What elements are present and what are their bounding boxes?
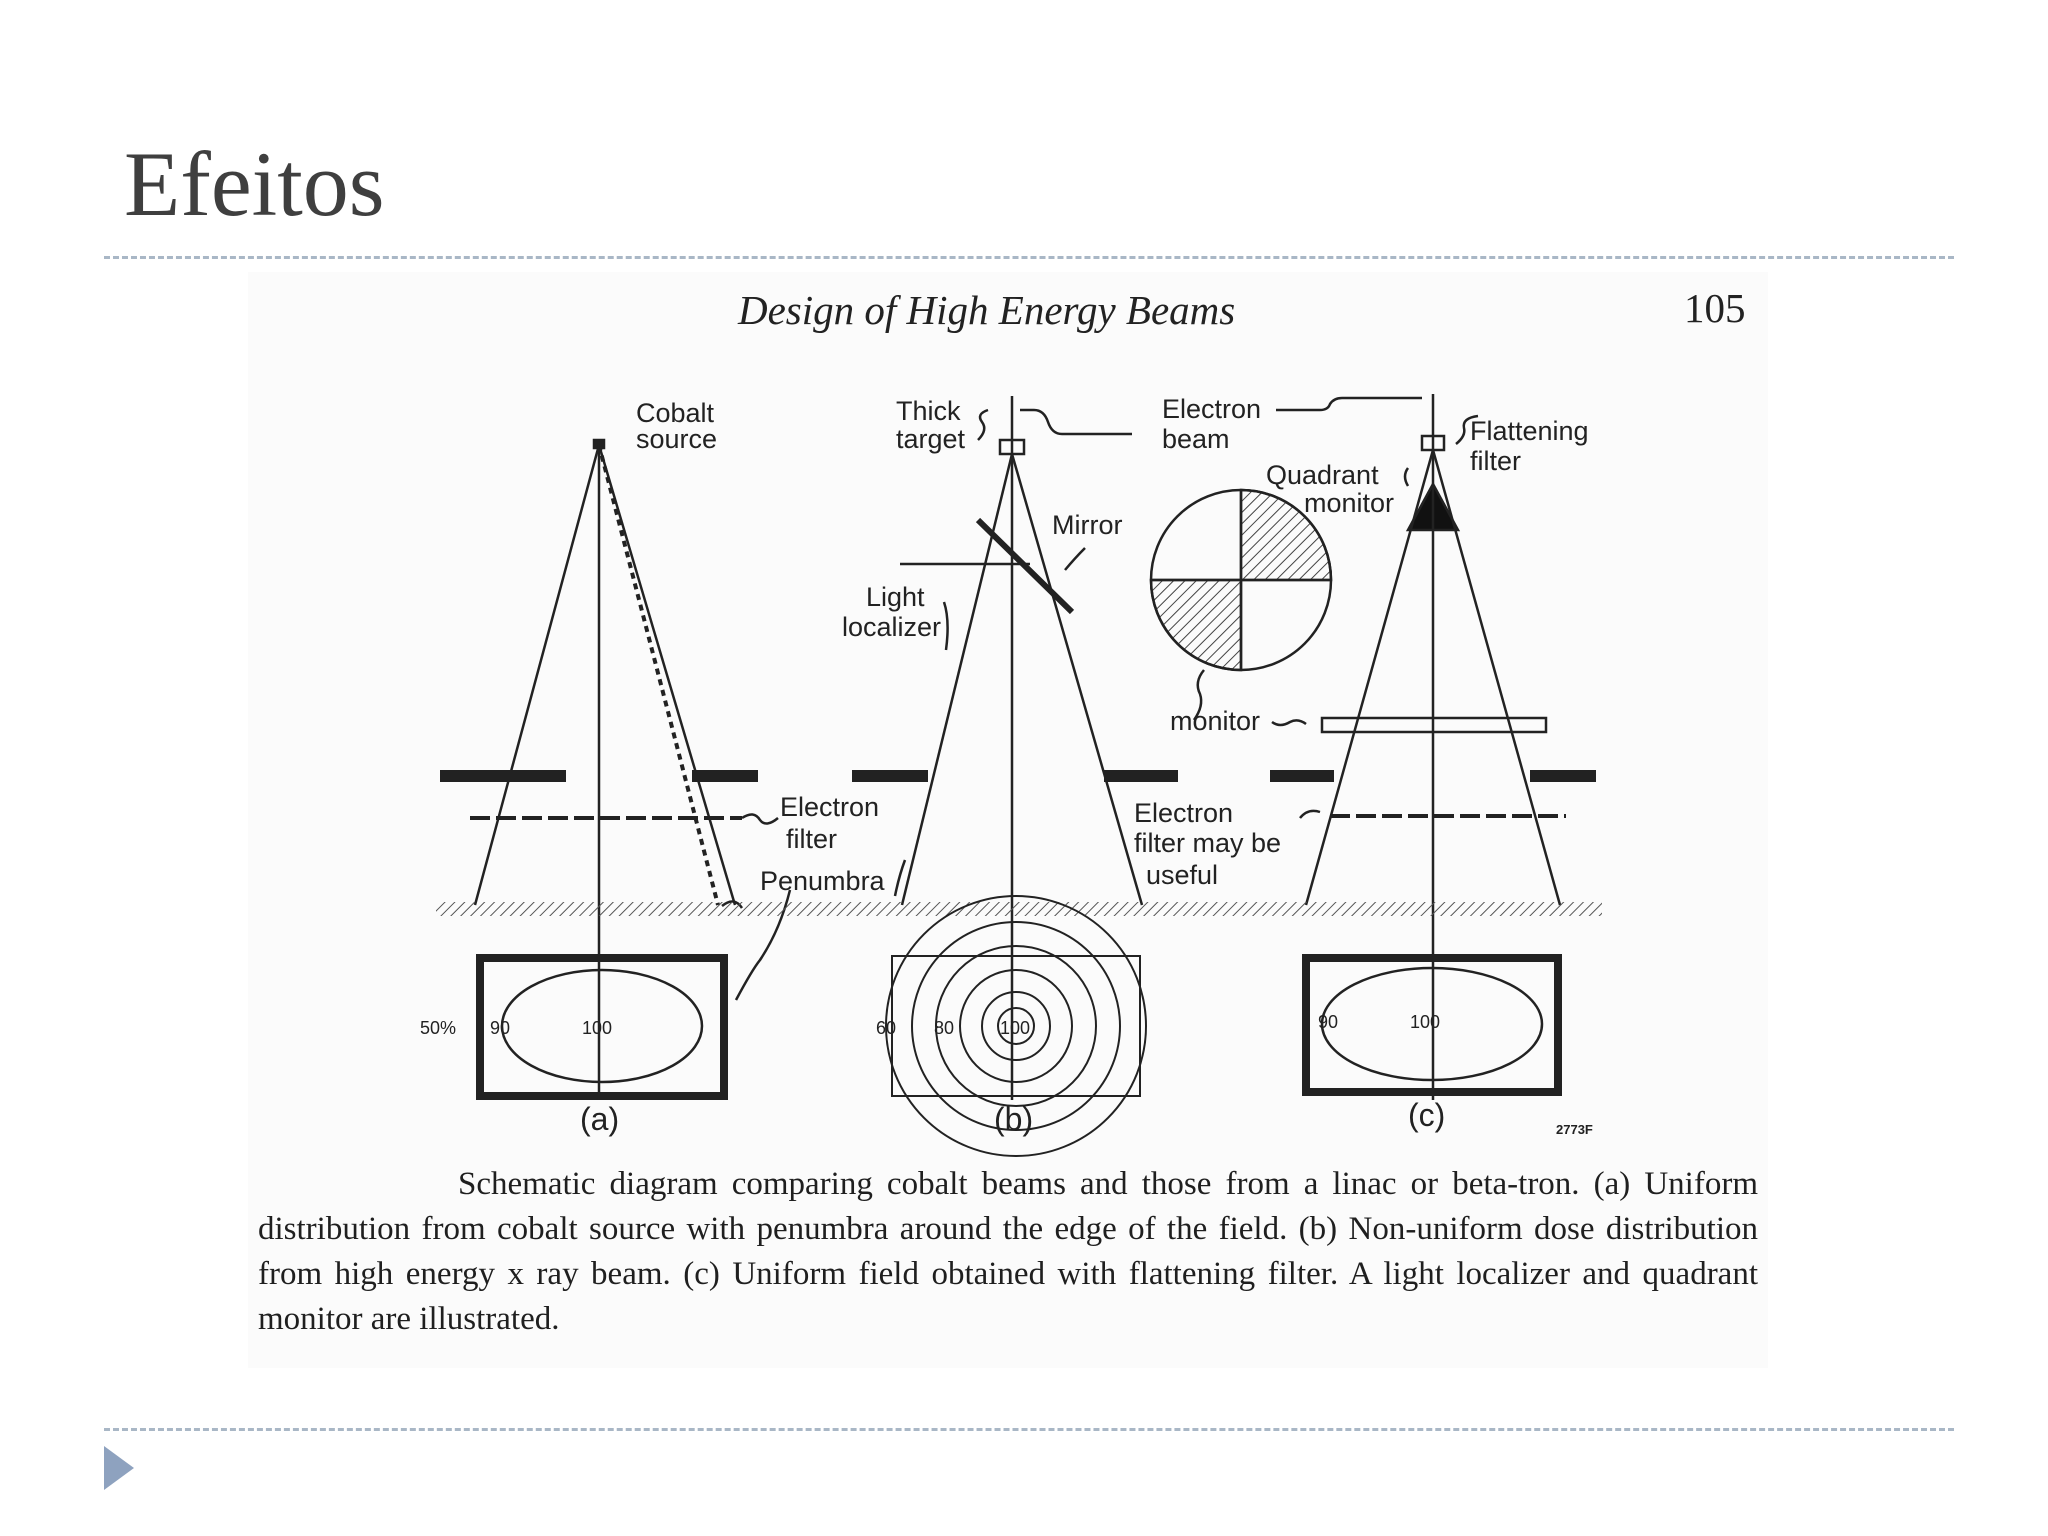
- quadrant-hatched-2: [1149, 578, 1243, 672]
- label-target: target: [896, 424, 966, 454]
- figure-code: 2773F: [1556, 1122, 1593, 1137]
- label-localizer: localizer: [842, 612, 941, 642]
- label-electron-filter-b-3: useful: [1146, 860, 1218, 890]
- mirror-leader: [1064, 547, 1086, 571]
- penumbra-edge: [597, 444, 720, 906]
- figure-caption: Schematic diagram comparing cobalt beams…: [258, 1166, 1758, 1337]
- isodose-b-80: 80: [934, 1018, 954, 1038]
- dose-box-a: [476, 954, 728, 1100]
- dose-box-b: [885, 895, 1147, 1157]
- label-beam: beam: [1162, 424, 1230, 454]
- panel-b-label: (b): [994, 1101, 1033, 1137]
- label-electron-filter-a-2: filter: [786, 824, 837, 854]
- dose-box-c: [1302, 954, 1562, 1096]
- isodose-b-100: 100: [1000, 1018, 1030, 1038]
- penumbra-b-leader: [893, 859, 907, 897]
- label-monitor: monitor: [1304, 488, 1394, 518]
- monitor-chamber: [1320, 716, 1548, 734]
- isodose-a-50: 50%: [420, 1018, 456, 1038]
- flattening-filter-leader: [1455, 414, 1479, 445]
- label-flattening: Flattening: [1470, 416, 1589, 446]
- label-thick: Thick: [896, 396, 961, 426]
- beam-edge-right: [1431, 449, 1562, 906]
- label-monitor-chamber: monitor: [1170, 706, 1260, 736]
- slide-bullet-arrow-icon: [104, 1446, 134, 1490]
- beam-edge-left: [1304, 449, 1435, 906]
- electron-filter-leader: [741, 813, 779, 825]
- quadrant-disc-leader: [1192, 669, 1205, 721]
- label-mirror: Mirror: [1052, 510, 1122, 540]
- quadrant-leader: [1403, 467, 1410, 487]
- light-localizer-leader: [942, 601, 949, 651]
- label-source: source: [636, 424, 717, 454]
- electron-beam-leader-c: [1276, 396, 1422, 412]
- panel-c-label: (c): [1408, 1097, 1445, 1133]
- beam-edge-right: [1010, 453, 1144, 906]
- beam-edge-left: [473, 444, 601, 906]
- electron-beam-leader: [1020, 408, 1132, 436]
- isodose-c-90: 90: [1318, 1012, 1338, 1032]
- label-light: Light: [866, 582, 925, 612]
- monitor-leader: [1271, 719, 1307, 727]
- panel-c-flattened: [1149, 394, 1596, 1100]
- label-filter: filter: [1470, 446, 1521, 476]
- panel-a-label: (a): [580, 1101, 619, 1137]
- label-quadrant: Quadrant: [1266, 460, 1379, 490]
- label-electron-filter-a-1: Electron: [780, 792, 879, 822]
- quadrant-hatched-1: [1239, 488, 1333, 582]
- thick-target-leader: [977, 408, 989, 441]
- label-electron: Electron: [1162, 394, 1261, 424]
- panel-a-cobalt: [440, 438, 792, 1100]
- label-electron-filter-b-2: filter may be: [1134, 828, 1281, 858]
- isodose-a-90: 90: [490, 1018, 510, 1038]
- book-running-header: Design of High Energy Beams: [738, 287, 1236, 333]
- top-divider: [104, 256, 1954, 259]
- label-electron-filter-b-1: Electron: [1134, 798, 1233, 828]
- slide-title: Efeitos: [124, 133, 385, 235]
- beam-edge-left: [900, 453, 1014, 906]
- isodose-c-100: 100: [1410, 1012, 1440, 1032]
- bottom-divider: [104, 1428, 1954, 1431]
- book-page-number: 105: [1684, 285, 1746, 331]
- beam-edge-right: [597, 444, 737, 906]
- mirror: [975, 517, 1075, 615]
- isodose-b-60: 60: [876, 1018, 896, 1038]
- panel-b-xray: [852, 396, 1178, 1100]
- label-cobalt: Cobalt: [636, 398, 715, 428]
- label-penumbra: Penumbra: [760, 866, 886, 896]
- isodose-a-100: 100: [582, 1018, 612, 1038]
- electron-filter-c-leader: [1299, 809, 1321, 819]
- patient-surface: [436, 902, 1602, 916]
